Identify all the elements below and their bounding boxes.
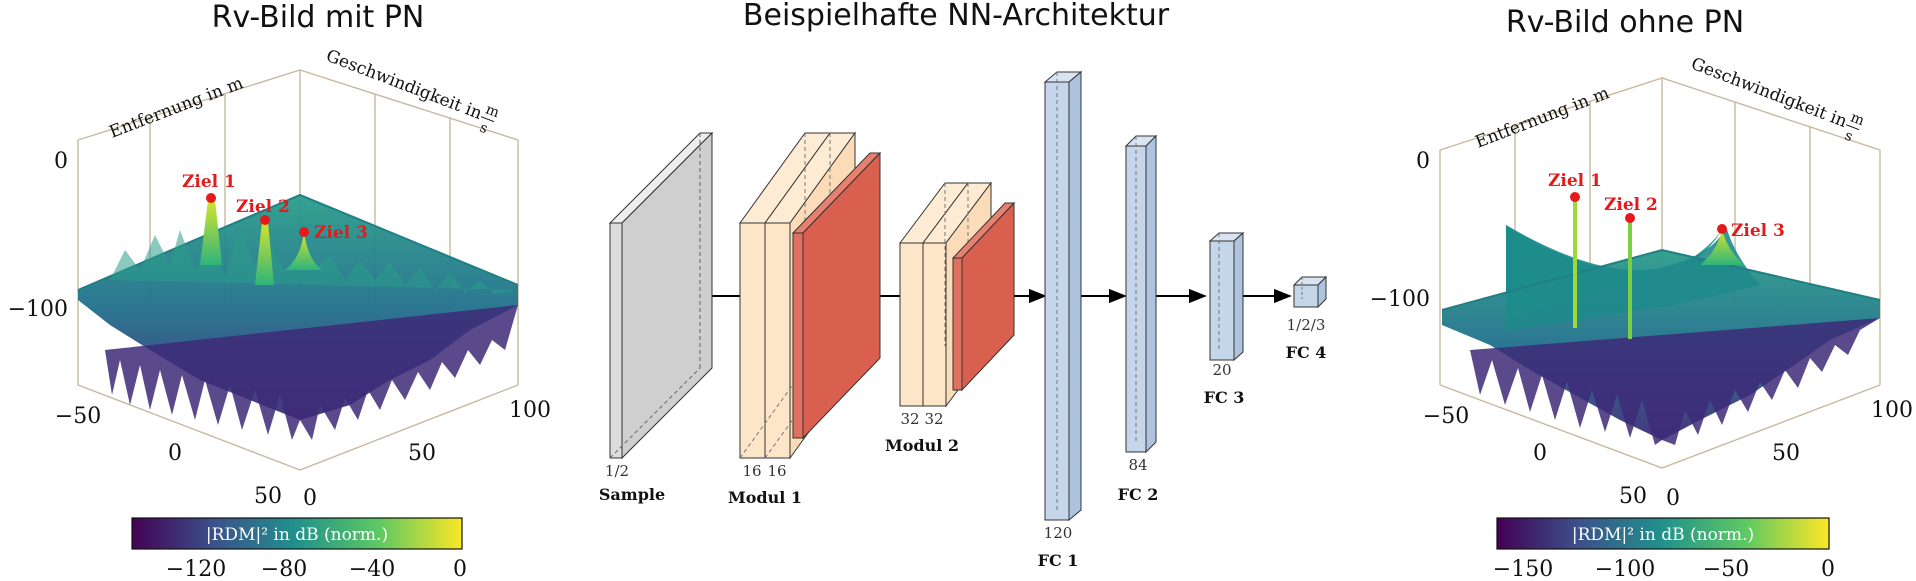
left-velocity-unit-den: s [477, 120, 489, 138]
right-panel: Rv-Bild ohne PN [1370, 5, 1913, 581]
right-target-1-label: Ziel 1 [1548, 171, 1602, 191]
right-target-2-marker [1625, 213, 1635, 223]
left-range-tick-2: 50 [254, 484, 282, 509]
left-colorbar-tick-0: −120 [166, 557, 226, 581]
right-axis-labels: Entfernung in m Geschwindigkeit in m s [1473, 54, 1867, 153]
right-targets: Ziel 1 Ziel 2 Ziel 3 [1548, 171, 1785, 241]
block-sample [608, 131, 714, 460]
right-colorbar-tick-0: −150 [1493, 557, 1553, 581]
block-modul-2-dim-1: 32 [924, 410, 943, 428]
block-modul-2-dim-0: 32 [900, 410, 919, 428]
right-surface [1441, 225, 1881, 445]
block-fc-2-label: FC 2 [1118, 485, 1159, 504]
block-modul-1-label: Modul 1 [728, 488, 802, 507]
right-peaks [1573, 198, 1744, 339]
right-colorbar-tick-1: −100 [1595, 557, 1655, 581]
right-velocity-tick-1: 50 [1772, 441, 1800, 466]
block-modul-1 [739, 131, 882, 460]
block-modul-1-dim-0: 16 [742, 462, 761, 480]
left-colorbar-tick-2: −40 [349, 557, 395, 581]
center-panel: Beispielhafte NN-Architektur 1/2 Sample [599, 0, 1328, 570]
right-colorbar: |RDM|² in dB (norm.) −150 −100 −50 0 [1493, 517, 1835, 581]
block-fc-3-label: FC 3 [1204, 388, 1245, 407]
right-range-tick-0: −50 [1423, 404, 1469, 429]
block-fc-3 [1208, 231, 1245, 362]
block-modul-2 [899, 181, 1016, 408]
right-range-tick-1: 0 [1533, 441, 1547, 466]
block-fc-1-dim: 120 [1044, 524, 1073, 542]
left-surface [77, 193, 519, 440]
right-target-3-marker [1717, 224, 1727, 234]
left-target-2-marker [260, 215, 270, 225]
right-3d-box [1439, 77, 1881, 469]
left-targets: Ziel 1 Ziel 2 Ziel 3 [182, 172, 368, 243]
left-target-3-marker [299, 227, 309, 237]
left-target-1-label: Ziel 1 [182, 172, 236, 192]
right-z-tick-1: −100 [1370, 287, 1430, 312]
block-fc-2 [1124, 134, 1158, 454]
left-velocity-unit-num: m [483, 102, 501, 122]
left-z-tick-0: 0 [54, 149, 68, 174]
right-colorbar-tick-3: 0 [1821, 557, 1835, 581]
block-fc-1 [1043, 70, 1083, 522]
left-colorbar-label: |RDM|² in dB (norm.) [206, 525, 388, 545]
left-range-tick-1: 0 [168, 441, 182, 466]
right-target-3-label: Ziel 3 [1731, 221, 1785, 241]
left-velocity-tick-0: 0 [303, 486, 317, 511]
block-fc-4 [1292, 275, 1328, 309]
left-panel: Rv-Bild mit PN Ziel 1 [8, 0, 551, 581]
right-velocity-unit-num: m [1848, 110, 1866, 130]
right-velocity-tick-2: 100 [1871, 398, 1913, 423]
block-sample-label: Sample [599, 485, 665, 504]
left-target-3-label: Ziel 3 [314, 223, 368, 243]
block-fc-4-dim: 1/2/3 [1287, 316, 1326, 334]
right-colorbar-label: |RDM|² in dB (norm.) [1572, 525, 1754, 545]
block-modul-1-dim-1: 16 [767, 462, 786, 480]
right-velocity-tick-0: 0 [1666, 486, 1680, 511]
block-fc-3-dim: 20 [1212, 361, 1231, 379]
right-target-1-marker [1570, 192, 1580, 202]
right-velocity-axis-label: Geschwindigkeit in [1688, 54, 1850, 132]
left-panel-title: Rv-Bild mit PN [212, 0, 425, 35]
right-range-axis-label: Entfernung in m [1473, 83, 1612, 152]
left-colorbar-tick-3: 0 [453, 557, 467, 581]
left-colorbar: |RDM|² in dB (norm.) −120 −80 −40 0 [131, 517, 467, 581]
left-velocity-tick-2: 100 [509, 398, 551, 423]
block-modul-2-label: Modul 2 [885, 436, 959, 455]
left-axis-labels: Entfernung in m Geschwindigkeit in m s [107, 46, 502, 143]
left-target-2-label: Ziel 2 [236, 197, 290, 217]
block-fc-1-label: FC 1 [1038, 551, 1079, 570]
right-panel-title: Rv-Bild ohne PN [1506, 5, 1744, 40]
left-range-tick-0: −50 [55, 404, 101, 429]
left-colorbar-tick-1: −80 [261, 557, 307, 581]
right-z-tick-0: 0 [1416, 149, 1430, 174]
left-peaks [200, 198, 322, 285]
right-velocity-unit-den: s [1842, 128, 1854, 146]
right-target-2-label: Ziel 2 [1604, 195, 1658, 215]
block-fc-2-dim: 84 [1128, 456, 1147, 474]
left-target-1-marker [206, 193, 216, 203]
block-sample-dim: 1/2 [605, 462, 629, 480]
block-fc-4-label: FC 4 [1286, 343, 1327, 362]
left-z-tick-1: −100 [8, 297, 68, 322]
right-range-tick-2: 50 [1619, 484, 1647, 509]
left-ticks: 0 −100 −50 0 50 0 50 100 [8, 149, 551, 511]
right-ticks: 0 −100 −50 0 50 0 50 100 [1370, 149, 1913, 511]
right-colorbar-tick-2: −50 [1703, 557, 1749, 581]
left-velocity-tick-1: 50 [408, 441, 436, 466]
left-3d-box [77, 69, 519, 471]
center-panel-title: Beispielhafte NN-Architektur [743, 0, 1170, 33]
